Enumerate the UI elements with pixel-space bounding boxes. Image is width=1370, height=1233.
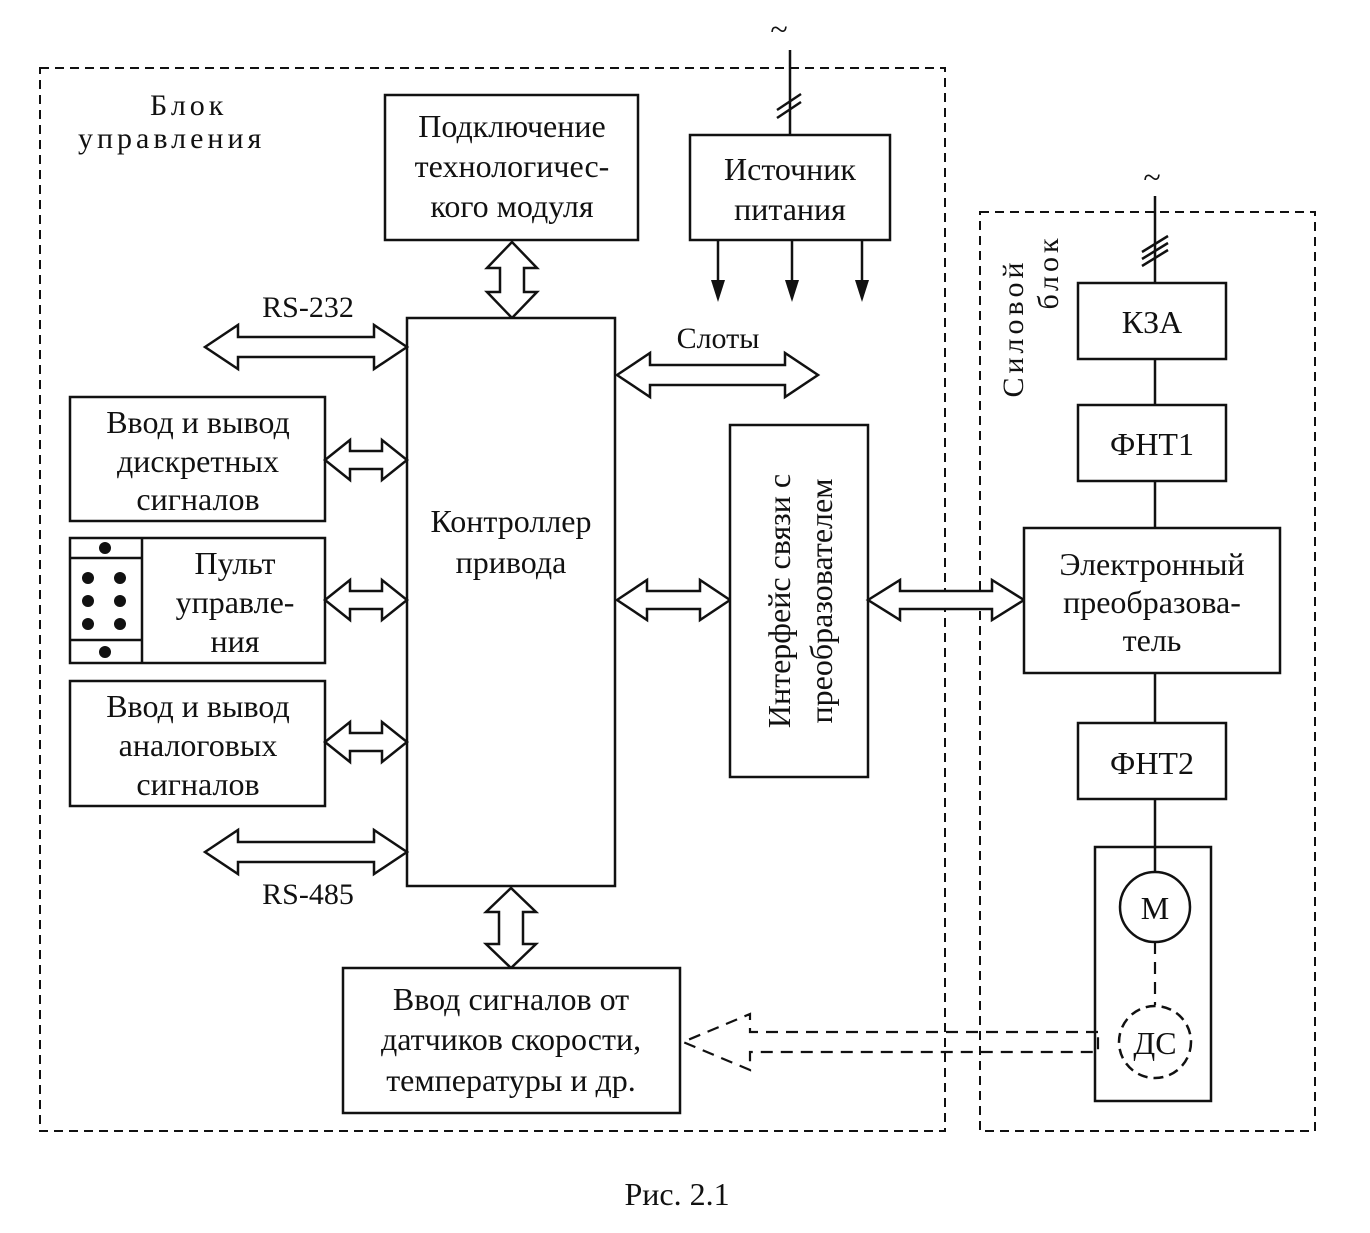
- sensor-input-box: [341, 966, 682, 1115]
- kza-label: КЗА: [1122, 304, 1182, 340]
- speed-sensor-circle: [1117, 1004, 1193, 1080]
- power-source-line1: Источник: [724, 151, 856, 187]
- power-block-border: [979, 211, 1316, 1132]
- rs232-label: RS-232: [262, 291, 354, 324]
- figure-caption: Рис. 2.1: [624, 1176, 729, 1212]
- speed-sensor-label: ДС: [1133, 1025, 1176, 1061]
- discrete-io-box: [68, 395, 327, 523]
- ac-symbol-top: ~: [770, 11, 787, 47]
- keypad-dots: [82, 542, 126, 658]
- control-block-title-line1: Блок: [150, 89, 227, 122]
- arrow-interface-converter: [865, 577, 1027, 623]
- power-block-title-line2: блок: [1032, 234, 1065, 309]
- arrow-analog-io: [322, 719, 410, 765]
- phase-tick-2: [776, 100, 802, 120]
- power-source-box: [688, 133, 892, 242]
- sensor-input-line1: Ввод сигналов от: [393, 981, 629, 1017]
- converter-box: [1022, 526, 1282, 675]
- analog-io-line3: сигналов: [136, 766, 259, 802]
- tech-module-line3: кого модуля: [430, 188, 593, 224]
- tech-module-line1: Подключение: [418, 108, 605, 144]
- motor-label: М: [1141, 890, 1169, 926]
- discrete-io-line1: Ввод и вывод: [106, 404, 290, 440]
- arrow-slots: [614, 350, 821, 400]
- control-block-border: [39, 67, 946, 1132]
- discrete-io-line3: сигналов: [136, 481, 259, 517]
- interface-line1: Интерфейс связи с: [761, 474, 797, 728]
- power-output-arrowhead-1: [711, 280, 725, 302]
- arrow-rs485: [202, 827, 410, 877]
- analog-io-line2: аналоговых: [119, 727, 278, 763]
- converter-line3: тель: [1123, 622, 1182, 658]
- power-source-line2: питания: [734, 191, 846, 227]
- power-phase-tick-2: [1141, 241, 1169, 261]
- interface-box: [728, 423, 870, 779]
- power-output-arrowhead-3: [855, 280, 869, 302]
- analog-io-line1: Ввод и вывод: [106, 688, 290, 724]
- slots-label: Слоты: [677, 322, 760, 355]
- converter-line1: Электронный: [1059, 546, 1244, 582]
- panel-line2: управле-: [176, 584, 295, 620]
- power-block-title-line1: Силовой: [997, 258, 1030, 397]
- arrow-controller-sensor-input: [482, 886, 540, 970]
- fnt2-box: [1076, 721, 1228, 801]
- controller-line1: Контроллер: [431, 503, 592, 539]
- fnt1-box: [1076, 403, 1228, 483]
- arrow-tech-module-controller: [484, 240, 540, 320]
- arrow-control-panel: [322, 577, 410, 623]
- power-phase-tick-3: [1141, 248, 1169, 268]
- sensor-input-line3: температуры и др.: [386, 1062, 636, 1098]
- arrow-controller-interface: [614, 577, 733, 623]
- analog-io-box: [68, 679, 327, 808]
- arrow-rs232: [202, 322, 410, 372]
- interface-line2: преобразователем: [803, 479, 839, 724]
- panel-line3: ния: [211, 623, 260, 659]
- power-phase-tick-1: [1141, 234, 1169, 254]
- tech-module-line2: технологичес-: [415, 148, 610, 184]
- panel-line1: Пульт: [194, 545, 275, 581]
- power-output-arrowhead-2: [785, 280, 799, 302]
- controller-line2: привода: [456, 544, 567, 580]
- controller-box: [405, 316, 617, 888]
- fnt1-label: ФНТ1: [1110, 426, 1194, 462]
- ac-symbol-power: ~: [1143, 159, 1160, 195]
- phase-tick-1: [776, 92, 802, 112]
- arrow-discrete-io: [322, 437, 410, 483]
- control-block-title-line2: управления: [78, 122, 265, 155]
- kza-box: [1076, 281, 1228, 361]
- converter-line2: преобразова-: [1063, 584, 1241, 620]
- fnt2-label: ФНТ2: [1110, 745, 1194, 781]
- tech-module-box: [383, 93, 640, 242]
- feedback-dashed-arrow: [680, 1012, 1100, 1072]
- sensor-input-line2: датчиков скорости,: [381, 1021, 641, 1057]
- rs485-label: RS-485: [262, 878, 354, 911]
- discrete-io-line2: дискретных: [117, 443, 279, 479]
